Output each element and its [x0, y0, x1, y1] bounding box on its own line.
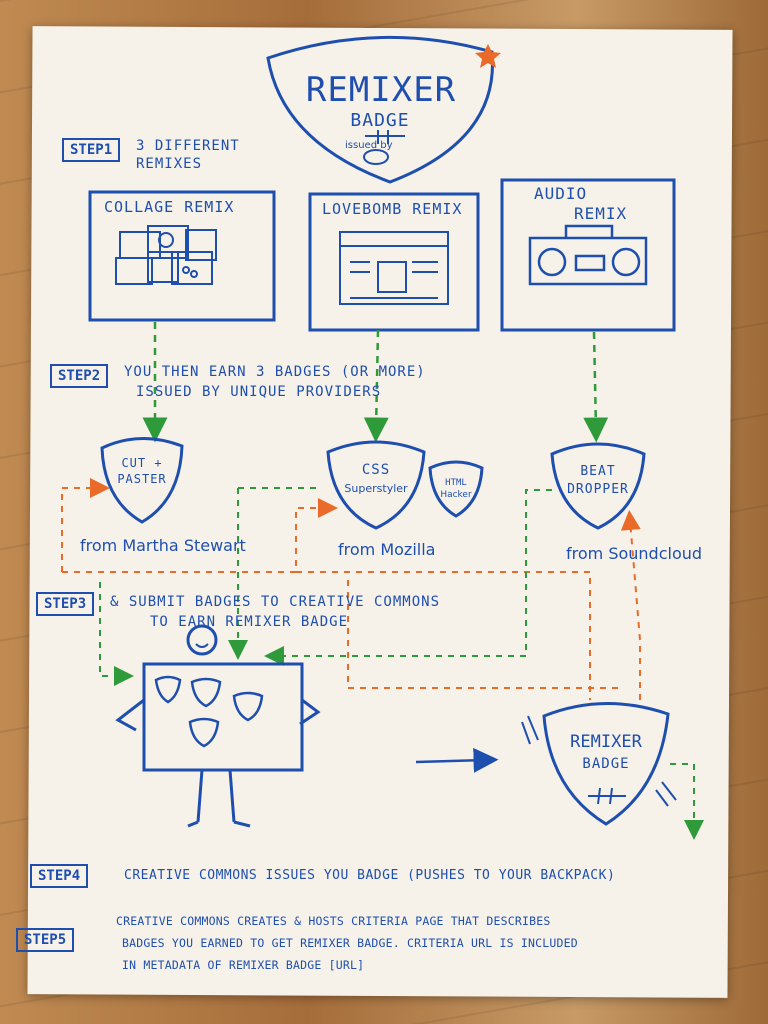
- cut-paster-line2: PASTER: [117, 472, 167, 486]
- step3-label: STEP3: [36, 592, 95, 616]
- final-badge-line1: REMIXER: [570, 732, 642, 752]
- browser-window-icon: [339, 231, 449, 305]
- lovebomb-remix-box: [308, 192, 480, 332]
- title-remixer: REMIXER: [305, 70, 457, 110]
- step5-text-line3: IN METADATA OF REMIXER BADGE [URL]: [122, 958, 365, 972]
- beat-dropper-badge-shield: [550, 442, 646, 530]
- step1-label: STEP1: [62, 138, 121, 162]
- beat-dropper-line2: DROPPER: [567, 482, 629, 497]
- lovebomb-remix-title: LOVEBOMB REMIX: [322, 200, 463, 218]
- person-with-badges-icon: [115, 624, 321, 828]
- collage-remix-title: COLLAGE REMIX: [104, 198, 235, 216]
- html-hacker-line1: HTML: [445, 478, 467, 488]
- step4-label: STEP4: [30, 864, 89, 888]
- css-superstyler-line1: CSS: [361, 462, 391, 478]
- cut-paster-line1: CUT +: [121, 456, 163, 470]
- audio-remix-title-line2: REMIX: [574, 204, 628, 223]
- remixer-badge-shield: [542, 702, 670, 826]
- step1-text-line2: REMIXES: [136, 156, 203, 172]
- cc-logo-icon: [363, 149, 389, 165]
- small-badge-icons: [154, 675, 264, 748]
- title-shield-icon: [266, 35, 495, 184]
- collage-icon: [115, 225, 217, 285]
- css-superstyler-line2: Superstyler: [344, 482, 408, 495]
- step4-text: CREATIVE COMMONS ISSUES YOU BADGE (PUSHE…: [124, 868, 616, 883]
- boombox-icon: [528, 224, 648, 286]
- step5-label: STEP5: [16, 928, 75, 952]
- step2-text-line2: ISSUED BY UNIQUE PROVIDERS: [136, 384, 382, 400]
- step5-text-line2: BADGES YOU EARNED TO GET REMIXER BADGE. …: [122, 936, 578, 950]
- html-hacker-line2: Hacker: [440, 490, 472, 500]
- cut-paster-badge-shield: [100, 437, 184, 524]
- audio-remix-title-line1: AUDIO: [534, 184, 588, 203]
- provider-martha-stewart: from Martha Stewart: [80, 536, 246, 555]
- step3-text-line1: & SUBMIT BADGES TO CREATIVE COMMONS: [110, 594, 441, 610]
- step2-label: STEP2: [50, 364, 109, 388]
- step1-text-line1: 3 DIFFERENT: [136, 138, 240, 154]
- provider-soundcloud: from Soundcloud: [566, 544, 703, 563]
- collage-remix-box: [88, 190, 276, 322]
- issued-by-label: issued by: [345, 140, 393, 151]
- html-hacker-badge-shield: [428, 460, 484, 518]
- final-badge-line2: BADGE: [582, 756, 630, 772]
- step2-text-line1: YOU THEN EARN 3 BADGES (OR MORE): [124, 364, 426, 380]
- step5-text-line1: CREATIVE COMMONS CREATES & HOSTS CRITERI…: [116, 914, 551, 928]
- audio-remix-box: [500, 178, 676, 332]
- provider-mozilla: from Mozilla: [338, 540, 436, 559]
- step3-text-line2: TO EARN REMIXER BADGE: [150, 614, 349, 630]
- title-badge: BADGE: [350, 110, 410, 131]
- css-superstyler-badge-shield: [326, 440, 426, 530]
- star-icon: [475, 44, 501, 68]
- beat-dropper-line1: BEAT: [580, 464, 616, 479]
